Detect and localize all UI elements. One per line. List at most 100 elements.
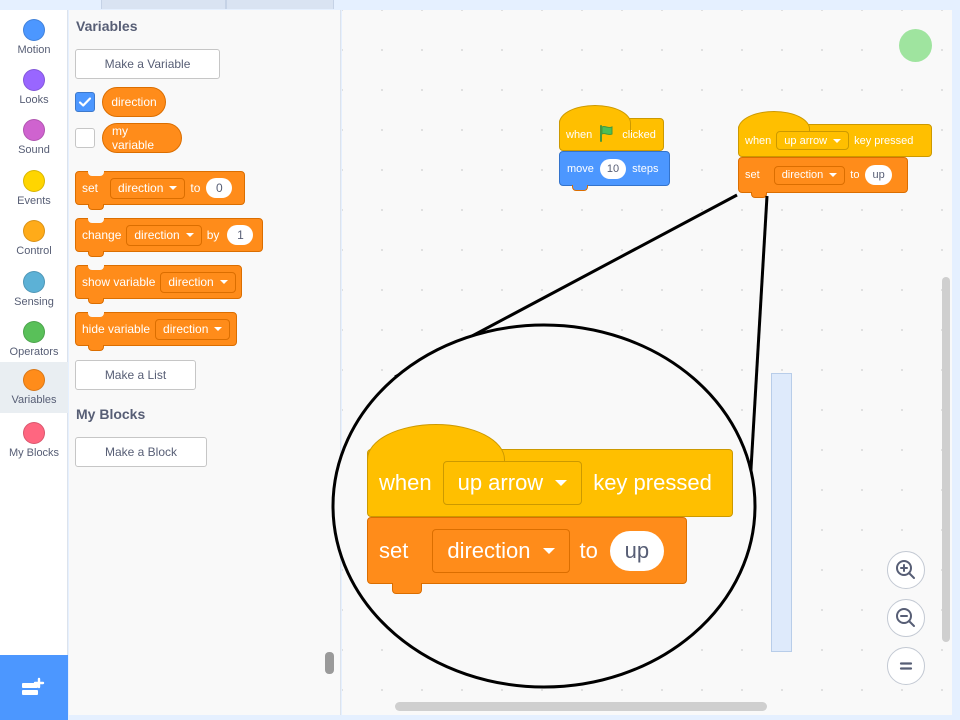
- variable-dropdown[interactable]: direction: [773, 165, 846, 185]
- zoom-reset-button[interactable]: [887, 647, 925, 685]
- tab-sounds[interactable]: [226, 0, 334, 9]
- palette-scrollbar[interactable]: [325, 652, 334, 674]
- add-extension-button[interactable]: [0, 655, 68, 720]
- category-menu: Motion Looks Sound Events Control Sensin…: [0, 10, 68, 655]
- category-sound[interactable]: Sound: [0, 114, 68, 164]
- green-flag-icon: [598, 124, 616, 145]
- caret-down-icon: [833, 138, 842, 143]
- block-label: hide variable: [82, 322, 151, 336]
- caret-down-icon: [219, 280, 228, 284]
- sound-category-icon: [23, 119, 45, 141]
- block-label: when: [566, 128, 593, 141]
- variable-dropdown[interactable]: direction: [160, 271, 236, 293]
- key-dropdown[interactable]: up arrow: [776, 131, 850, 150]
- value-input[interactable]: up: [865, 165, 892, 185]
- set-variable-block[interactable]: set direction to 0: [75, 171, 245, 210]
- caret-down-icon: [169, 186, 178, 190]
- dropdown-value: direction: [168, 275, 214, 289]
- block-label: key pressed: [854, 134, 914, 147]
- category-my-blocks[interactable]: My Blocks: [0, 417, 68, 467]
- variable-dropdown[interactable]: direction: [110, 177, 186, 199]
- myblocks-category-icon: [23, 422, 45, 444]
- category-label: Events: [17, 195, 51, 207]
- block-tab: [392, 583, 422, 594]
- category-variables[interactable]: Variables: [0, 362, 68, 413]
- variable-reporter-my-variable[interactable]: my variable: [102, 123, 182, 153]
- dropdown-value: direction: [118, 181, 164, 195]
- category-sensing[interactable]: Sensing: [0, 266, 68, 316]
- control-category-icon: [23, 220, 45, 242]
- block-tab: [88, 345, 104, 351]
- change-variable-block[interactable]: change direction by 1: [75, 218, 263, 257]
- block-label: set: [82, 181, 99, 195]
- tab-costumes[interactable]: [101, 0, 226, 9]
- show-variable-block[interactable]: show variable direction: [75, 265, 242, 304]
- block-label: when: [379, 470, 432, 495]
- set-direction-block[interactable]: set direction to up: [738, 157, 908, 198]
- block-label: move: [567, 162, 594, 175]
- block-tab: [88, 251, 104, 257]
- block-tab: [88, 298, 104, 304]
- zoom-in-icon: [896, 560, 915, 579]
- block-notch: [88, 218, 104, 223]
- workspace-vertical-scrollbar[interactable]: [942, 277, 950, 642]
- sensing-category-icon: [23, 271, 45, 293]
- steps-input[interactable]: 10: [599, 158, 627, 179]
- hide-variable-block[interactable]: hide variable direction: [75, 312, 237, 351]
- dropdown-value: up arrow: [784, 134, 828, 147]
- dropdown-value: direction: [134, 228, 180, 242]
- dropdown-value: direction: [781, 169, 824, 181]
- key-dropdown: up arrow: [442, 461, 583, 505]
- variable-checkbox-direction[interactable]: [75, 92, 95, 112]
- block-label: to: [190, 181, 201, 195]
- add-extension-icon: [22, 677, 45, 695]
- zoom-in-button[interactable]: [887, 551, 925, 589]
- operators-category-icon: [23, 321, 45, 343]
- zoom-reset-icon: [899, 662, 913, 670]
- block-label: set: [379, 537, 409, 563]
- check-icon: [78, 97, 92, 107]
- block-label: to: [850, 169, 860, 181]
- category-events[interactable]: Events: [0, 165, 68, 215]
- move-steps-block[interactable]: move 10 steps: [559, 151, 670, 191]
- value-input[interactable]: 1: [227, 225, 254, 245]
- hat-cap: [559, 105, 631, 133]
- category-control[interactable]: Control: [0, 215, 68, 265]
- variable-dropdown[interactable]: direction: [155, 318, 231, 340]
- top-tab-strip: [0, 0, 340, 10]
- category-motion[interactable]: Motion: [0, 14, 68, 64]
- block-label: key pressed: [593, 470, 712, 495]
- workspace-horizontal-scrollbar[interactable]: [395, 702, 767, 711]
- events-category-icon: [23, 170, 45, 192]
- category-operators[interactable]: Operators: [0, 316, 68, 366]
- block-label: when: [745, 134, 772, 147]
- block-palette: Variables Make a Variable direction my v…: [69, 10, 341, 715]
- block-label: clicked: [622, 128, 656, 141]
- variable-dropdown[interactable]: direction: [126, 224, 202, 246]
- drop-indicator-bar: [771, 373, 792, 652]
- category-label: Sensing: [14, 296, 54, 308]
- caret-down-icon: [214, 327, 223, 331]
- when-flag-clicked-block[interactable]: when clicked: [559, 105, 664, 151]
- category-label: Motion: [17, 44, 51, 56]
- make-block-button[interactable]: Make a Block: [75, 437, 207, 467]
- make-list-button[interactable]: Make a List: [75, 360, 196, 390]
- block-label: show variable: [82, 275, 156, 289]
- caret-down-icon: [542, 547, 555, 554]
- dropdown-value: up arrow: [457, 470, 544, 495]
- sprite-status-indicator: [899, 29, 932, 62]
- make-variable-button[interactable]: Make a Variable: [75, 49, 220, 79]
- block-notch: [88, 312, 104, 317]
- block-label: to: [579, 537, 598, 563]
- value-input[interactable]: 0: [206, 178, 233, 198]
- variable-checkbox-my-variable[interactable]: [75, 128, 95, 148]
- variables-category-icon: [23, 369, 45, 391]
- category-label: Variables: [11, 394, 57, 406]
- zoom-out-button[interactable]: [887, 599, 925, 637]
- looks-category-icon: [23, 69, 45, 91]
- when-key-pressed-block[interactable]: when up arrow key pressed: [738, 111, 932, 157]
- variable-reporter-direction[interactable]: direction: [102, 87, 166, 117]
- category-looks[interactable]: Looks: [0, 64, 68, 114]
- block-label: by: [206, 228, 220, 242]
